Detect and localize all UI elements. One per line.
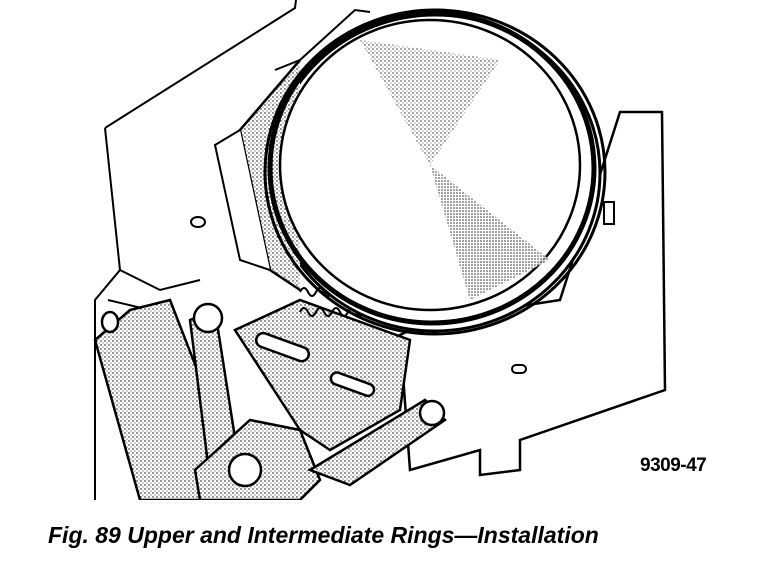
piston-crown xyxy=(278,18,582,312)
figure-caption: Fig. 89 Upper and Intermediate Rings—Ins… xyxy=(48,522,599,548)
ring-expander-tool xyxy=(93,298,322,500)
linkage-slot xyxy=(254,331,310,363)
linkage-slot xyxy=(329,371,376,398)
pin-hole xyxy=(190,216,206,228)
plate-slot xyxy=(511,364,527,374)
ring-holder-plate xyxy=(398,110,667,477)
ring-gap-marker xyxy=(603,201,615,225)
engine-block xyxy=(94,0,297,500)
piston-ring-installation-illustration xyxy=(93,0,667,500)
tool-linkage xyxy=(233,298,447,487)
intermediate-ring xyxy=(263,8,615,336)
figure-reference-code: 9309-47 xyxy=(640,455,707,476)
upper-compression-ring xyxy=(267,10,597,326)
